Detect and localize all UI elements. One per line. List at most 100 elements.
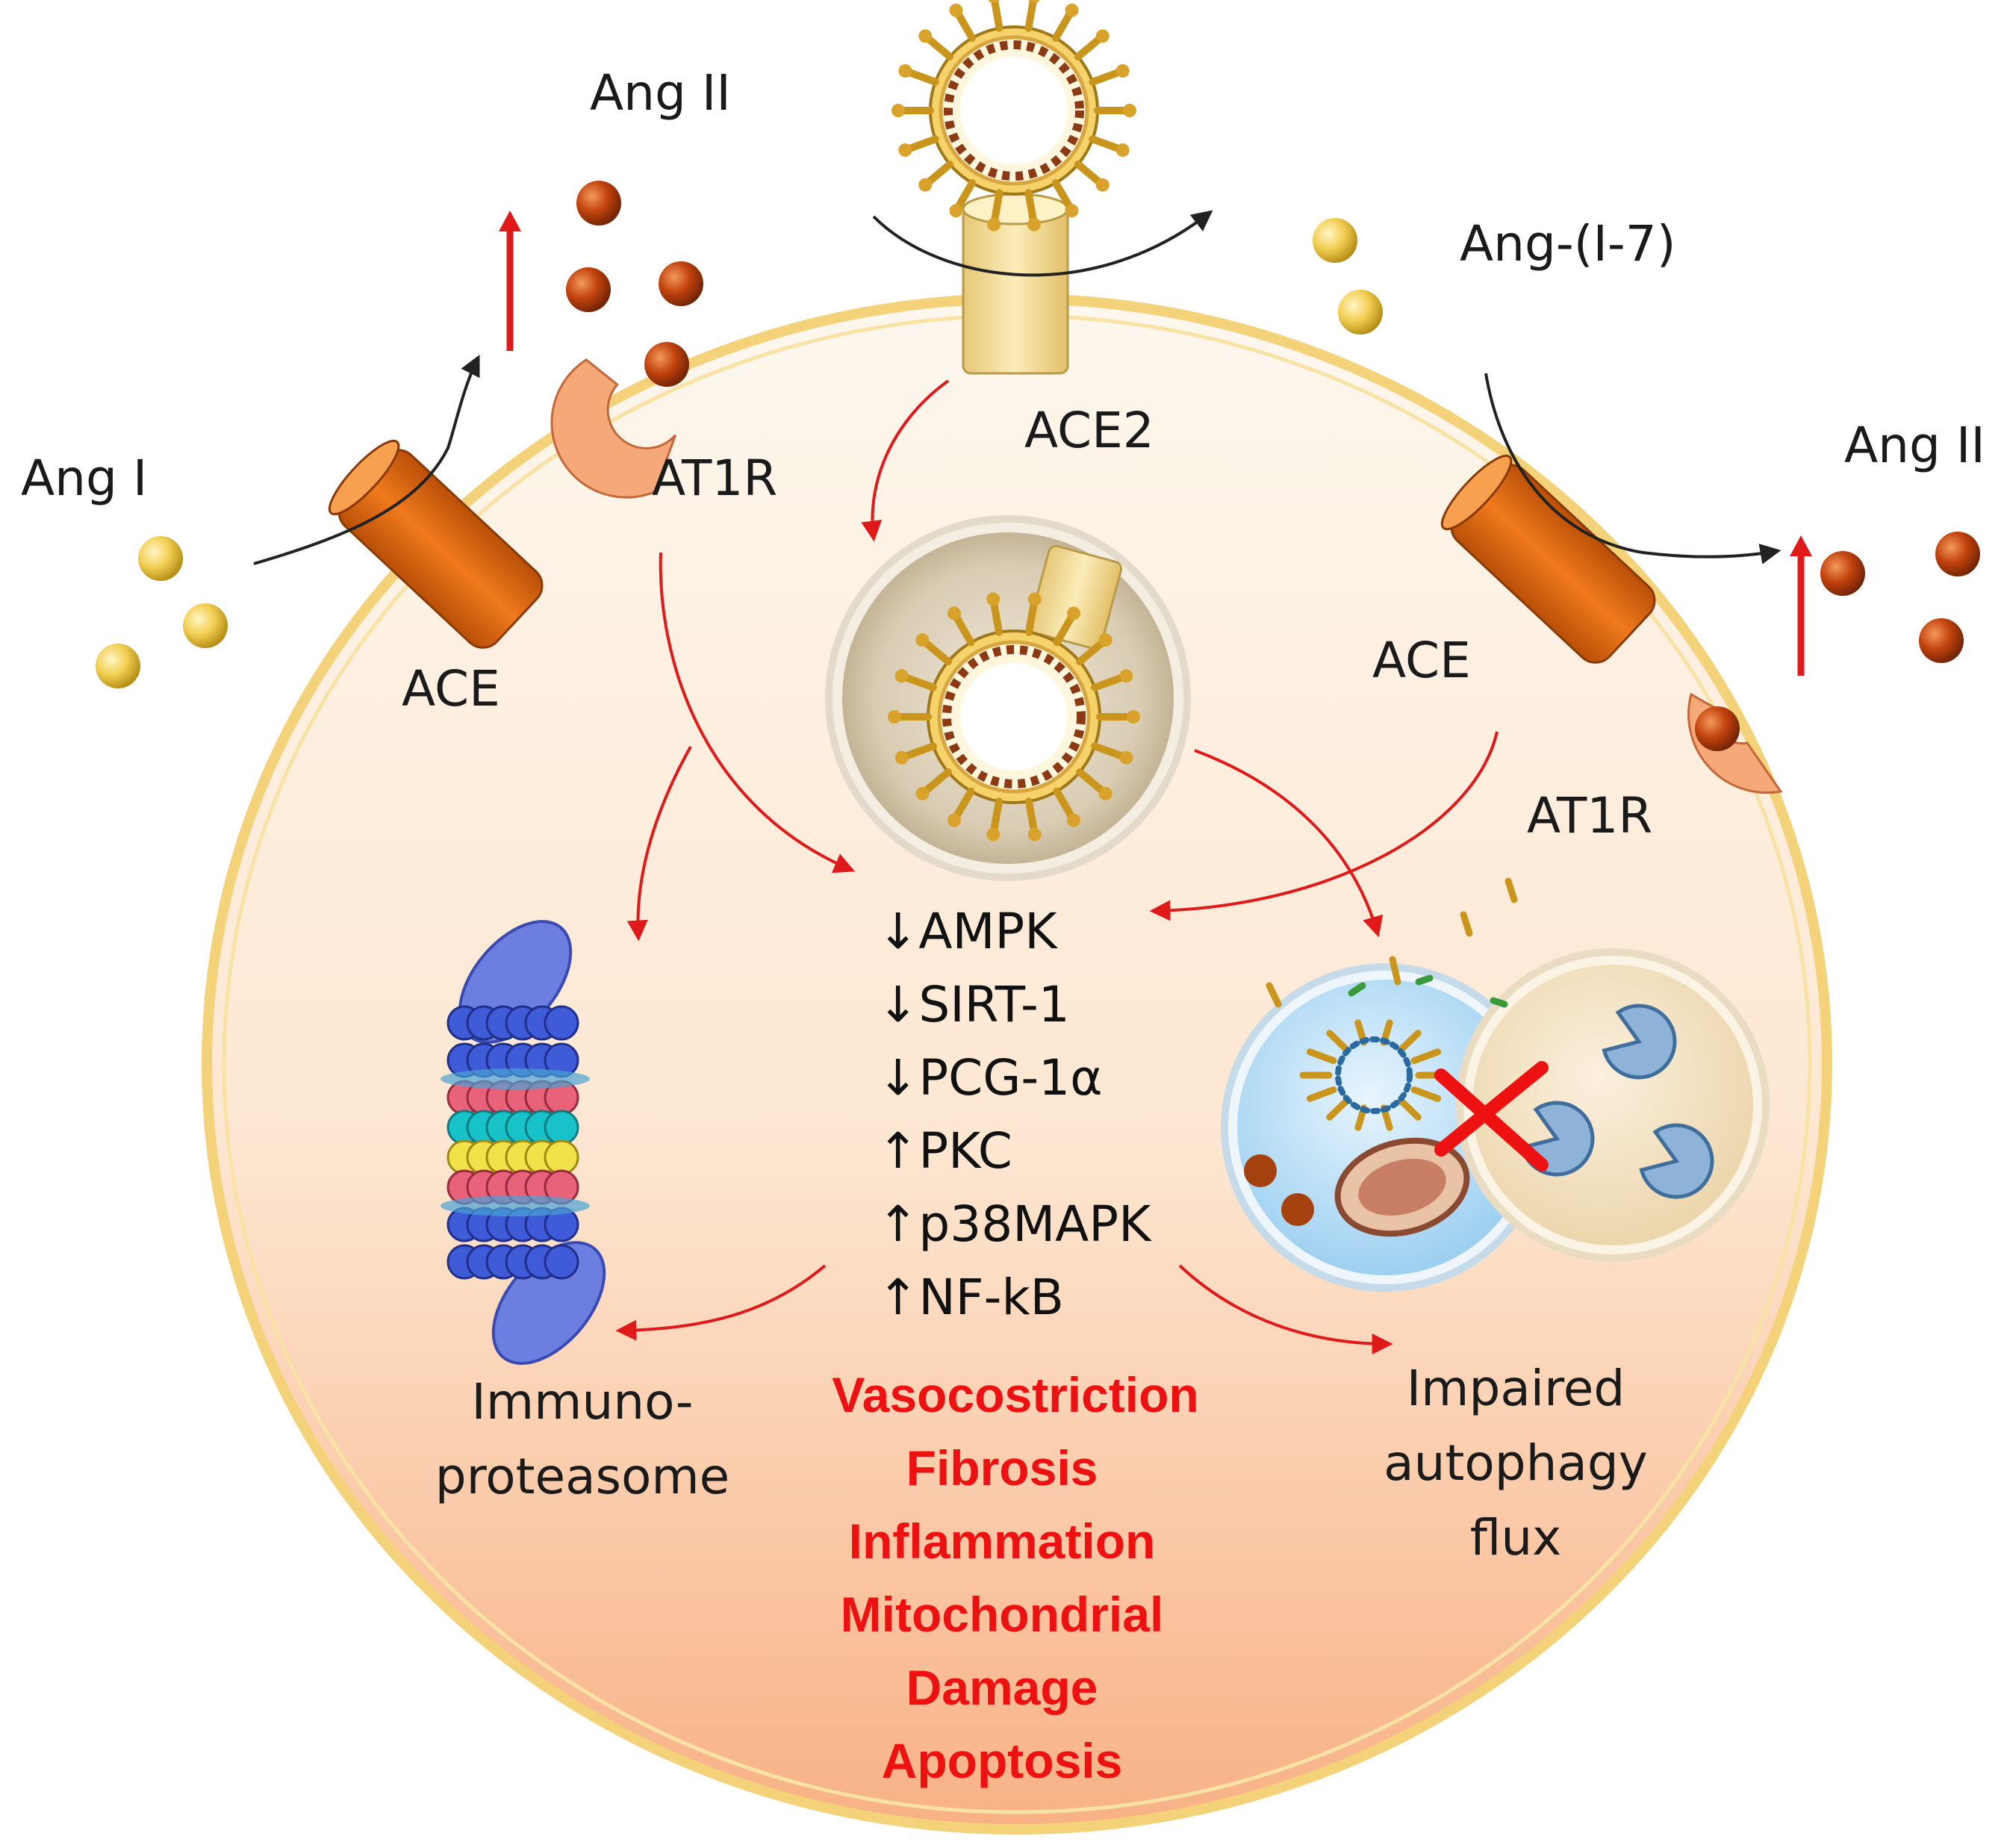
spike-tip xyxy=(1027,592,1042,606)
spike-tip xyxy=(1095,178,1110,192)
spike-tip xyxy=(918,29,933,43)
angiotensin-1-7-molecule xyxy=(96,644,140,688)
lysosome xyxy=(1456,948,1770,1262)
angiotensin-1-7-molecule xyxy=(1338,290,1383,335)
red-arrow-at1r-right-to-pathways xyxy=(1149,731,1499,921)
up-arrow-icon: ↑ xyxy=(877,1269,919,1326)
at1r-left-receptor xyxy=(550,358,677,499)
spike-tip xyxy=(1098,633,1113,647)
spike-tip xyxy=(1127,710,1140,724)
ace2-internalized xyxy=(1027,544,1123,650)
spike-tip xyxy=(918,178,933,192)
spike-fragment xyxy=(1306,1086,1337,1102)
lysosomal-enzyme-icon xyxy=(1602,1004,1677,1080)
spike-tip xyxy=(986,592,1001,606)
at1r-right-label: AT1R xyxy=(1527,787,1653,844)
angiotensin-ii-molecule xyxy=(566,267,611,312)
immuno-line-2: proteasome xyxy=(435,1448,730,1505)
pathway-name: SIRT-1 xyxy=(918,976,1070,1033)
debris-particle xyxy=(1281,1193,1314,1226)
blocked-fusion-x xyxy=(1434,1061,1549,1172)
pathway-name: PCG-1α xyxy=(918,1049,1103,1107)
ace-right-label: ACE xyxy=(1372,632,1471,689)
at1r-left-label: AT1R xyxy=(652,449,778,507)
spike-tip xyxy=(888,710,901,724)
immuno-line-1: Immuno- xyxy=(471,1373,694,1431)
black-arrow-ace2-cleavage xyxy=(872,210,1213,277)
spike-tip xyxy=(1027,217,1041,231)
red-arrow-to-autophagy-flux xyxy=(1178,1264,1393,1354)
sars-cov-2-virion xyxy=(891,0,1136,231)
proteasome-subunit xyxy=(544,1005,579,1041)
red-arrow-to-proteasome xyxy=(626,746,692,942)
angiotensin-ii-molecule xyxy=(644,342,689,387)
released-spikes xyxy=(1266,877,1518,1008)
spike-tip xyxy=(987,217,1001,231)
spike-tip xyxy=(1027,827,1042,841)
spike-fragment xyxy=(1326,1098,1350,1121)
angiotensin-ii-molecule xyxy=(659,261,703,306)
down-arrow-icon: ↓ xyxy=(877,903,919,960)
spike-tip xyxy=(949,3,963,17)
pathway-item: ↑p38MAPK xyxy=(877,1200,1151,1249)
up-arrow-icon: ↑ xyxy=(877,1122,919,1180)
angiotensin-ii-molecule xyxy=(1919,618,1964,663)
effect-inflammation: Inflammation xyxy=(848,1513,1156,1569)
ace-right-enzyme xyxy=(1440,454,1656,664)
black-arrow-ang-i-to-ang-ii xyxy=(253,354,480,565)
ang-ii-top-label: Ang II xyxy=(590,64,731,122)
spike-fragment xyxy=(1326,1030,1350,1053)
spike-tip xyxy=(988,0,1000,4)
pathway-name: p38MAPK xyxy=(918,1195,1151,1253)
autophagosome xyxy=(1221,963,1549,1292)
spike-tip xyxy=(1115,63,1130,78)
autophagy-line-3: flux xyxy=(1469,1509,1562,1567)
red-arrow-vesicle-to-autophagy xyxy=(1194,749,1384,938)
ang-1-7-label: Ang-(I-7) xyxy=(1460,215,1676,273)
spike-tip xyxy=(894,669,909,683)
spike-tip xyxy=(986,827,1001,841)
proteasome-ring xyxy=(441,1068,590,1089)
spike-protein xyxy=(1024,0,1038,32)
pathway-item: ↓AMPK xyxy=(877,907,1057,956)
proteasome-ring xyxy=(441,1195,590,1216)
effect-damage: Damage xyxy=(906,1660,1098,1715)
spike-tip xyxy=(1115,143,1130,158)
lysosomal-enzyme-icon xyxy=(1639,1123,1714,1199)
spike-protein xyxy=(990,0,1003,32)
ang-i-label: Ang I xyxy=(21,449,148,507)
angiotensin-1-7-molecule xyxy=(1313,218,1357,263)
angiotensin-ii-molecule xyxy=(1820,551,1865,596)
spike-tip xyxy=(1065,204,1079,218)
pathway-name: NF-kB xyxy=(918,1269,1064,1326)
spike-tip xyxy=(894,750,909,765)
autophagy-line-1: Impaired xyxy=(1406,1360,1625,1417)
red-arrow-at1r-to-pathways xyxy=(659,552,856,874)
spike-tip xyxy=(915,633,930,647)
down-arrow-icon: ↓ xyxy=(877,1049,919,1107)
black-arrow-ang17-to-ang-ii xyxy=(1484,373,1781,564)
proteasome-subunit xyxy=(544,1244,579,1280)
ace2-receptor xyxy=(962,193,1069,375)
spike-tip xyxy=(1067,813,1080,827)
proteasome-subunit xyxy=(544,1139,579,1175)
pathway-name: PKC xyxy=(918,1122,1012,1180)
immunoproteasome xyxy=(441,920,606,1365)
spike-tip xyxy=(891,104,905,117)
spike-fragment xyxy=(1410,1048,1442,1064)
effect-vasoconstriction: Vasocostriction xyxy=(832,1367,1199,1422)
autophagy-label: Impaired autophagy flux xyxy=(1344,1351,1687,1575)
spike-fragment xyxy=(1306,1048,1337,1064)
immunoproteasome-label: Immuno- proteasome xyxy=(388,1365,777,1514)
spike-tip xyxy=(1028,0,1040,4)
pathway-item: ↑NF-kB xyxy=(877,1273,1064,1322)
proteasome-subunit xyxy=(544,1110,579,1145)
spike-tip xyxy=(1065,3,1079,17)
effect-apoptosis: Apoptosis xyxy=(881,1733,1123,1788)
spike-fragment xyxy=(1398,1030,1422,1053)
autophagy-line-2: autophagy xyxy=(1384,1434,1648,1492)
red-arrow-to-immunoproteasome xyxy=(615,1264,827,1341)
down-arrow-icon: ↓ xyxy=(877,976,919,1033)
